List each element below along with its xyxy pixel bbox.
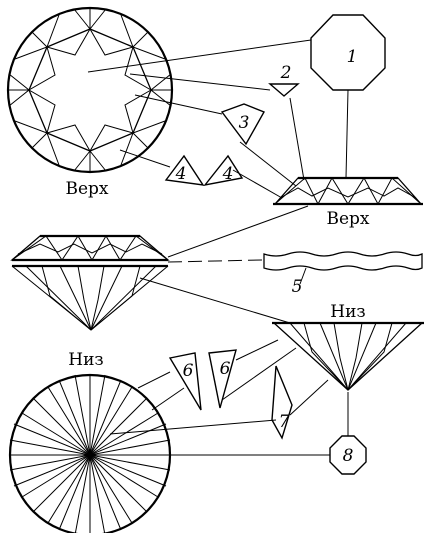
facet-label-6a: 6 (183, 361, 194, 381)
crown-side-outline (275, 178, 421, 204)
girdle-strip (264, 252, 422, 270)
facet-label-8: 8 (343, 446, 354, 466)
facet-label-1: 1 (347, 47, 358, 67)
bezel-facets (8, 8, 172, 172)
bottom-side-label: Низ (330, 302, 365, 322)
pavilion-bottom-view (10, 375, 170, 533)
facet-label-4a: 4 (175, 164, 187, 184)
diamond-side-view (12, 236, 168, 330)
bottom-round-label: Низ (68, 350, 103, 370)
top-round-label: Верх (65, 179, 108, 199)
facet-label-4b: 4 (222, 164, 234, 184)
facet-label-5: 5 (292, 277, 303, 297)
facet-label-3: 3 (239, 113, 250, 133)
pavilion-side-view (272, 323, 424, 390)
facet-label-2: 2 (280, 63, 292, 83)
top-side-label: Верх (326, 209, 369, 229)
facet-label-6b: 6 (220, 359, 231, 379)
crown-top-view (8, 8, 172, 172)
facet-label-7: 7 (279, 412, 290, 432)
star-facet (270, 84, 298, 96)
crown-side-view (273, 178, 423, 204)
